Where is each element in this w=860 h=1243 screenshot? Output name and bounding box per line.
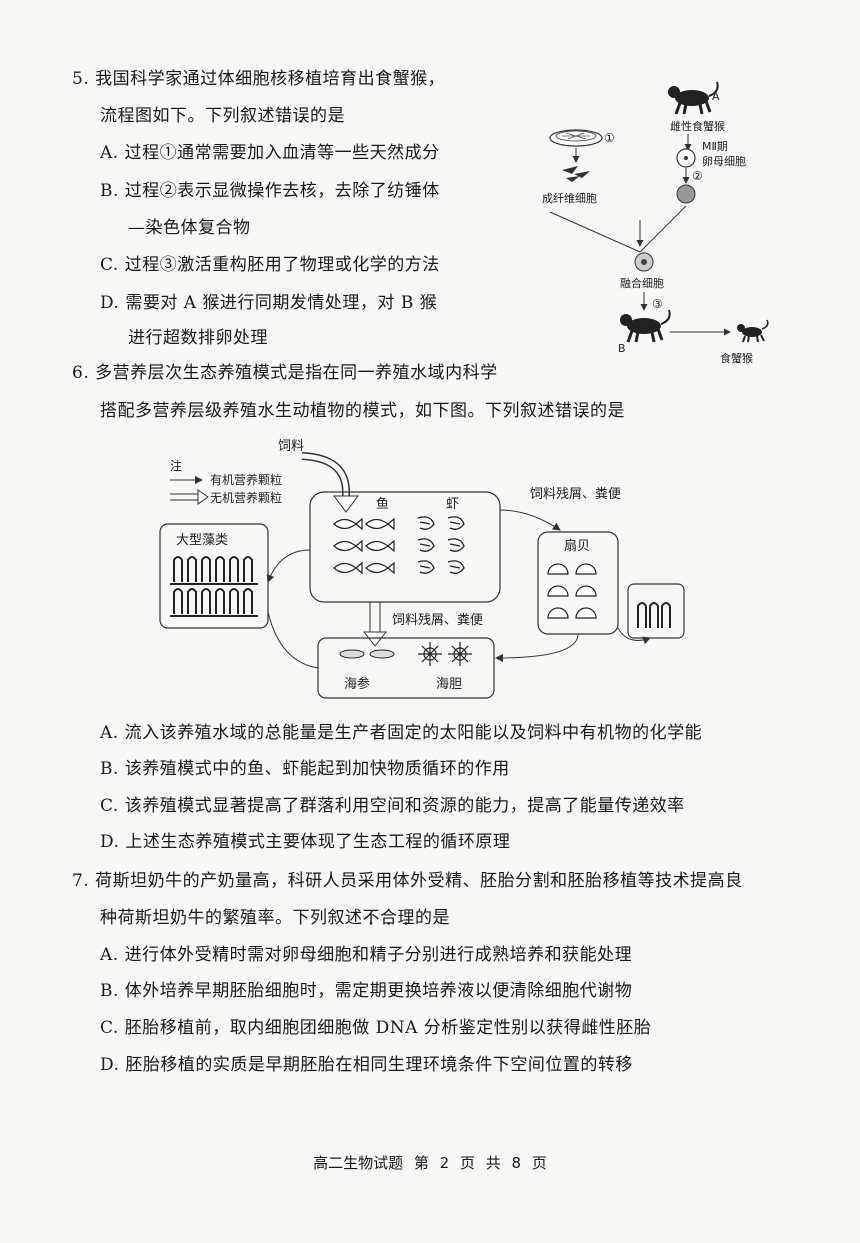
petri-dish-icon [549, 129, 603, 147]
label-mii-1: MⅡ期 [702, 140, 728, 153]
q6-stem-line1: 6. 多营养层次生态养殖模式是指在同一养殖水域内科学 [72, 363, 498, 383]
q7-option-b: B. 体外培养早期胚胎细胞时，需定期更换培养液以便清除细胞代谢物 [100, 981, 633, 1001]
step-3-label: ③ [652, 297, 663, 311]
q5-option-c: C. 过程③激活重构胚用了物理或化学的方法 [100, 255, 440, 275]
label-a: A [712, 90, 720, 103]
q6-option-b: B. 该养殖模式中的鱼、虾能起到加快物质循环的作用 [100, 759, 510, 779]
sea-urchin-icons [418, 642, 472, 666]
q6-aquaculture-diagram: 饲料 注 有机营养颗粒 无机营养颗粒 鱼 虾 大型藻类 饲料残屑、粪便 [159, 439, 685, 699]
legend-note: 注 [170, 458, 182, 473]
label-residue-top: 饲料残屑、粪便 [530, 487, 621, 502]
label-scallop: 扇贝 [564, 538, 590, 554]
label-residue-mid: 饲料残屑、粪便 [392, 613, 483, 628]
label-algae: 大型藻类 [176, 533, 228, 548]
legend-organic: 有机营养颗粒 [210, 472, 282, 487]
step-1-label: ① [604, 131, 615, 145]
step-2-label: ② [692, 169, 703, 183]
q7-option-c: C. 胚胎移植前，取内细胞团细胞做 DNA 分析鉴定性别以获得雌性胚胎 [100, 1018, 652, 1038]
label-fish: 鱼 [376, 496, 389, 512]
q7-stem-line1: 7. 荷斯坦奶牛的产奶量高，科研人员采用体外受精、胚胎分割和胚胎移植等技术提高良 [72, 871, 743, 891]
q7-option-a: A. 进行体外受精时需对卵母细胞和精子分别进行成熟培养和获能处理 [100, 945, 633, 965]
q7-emphasis: 不合理 [363, 908, 416, 928]
q5-option-b-line1: B. 过程②表示显微操作去核，去除了纺锤体 [100, 181, 440, 201]
fish-icons [333, 517, 395, 575]
q5-option-a: A. 过程①通常需要加入血清等一些天然成分 [100, 143, 440, 163]
fish-shrimp-pond [309, 491, 501, 603]
small-algae-box [627, 583, 685, 639]
q5-option-d-line2: 进行超数排卵处理 [128, 328, 268, 348]
label-sea-urchin: 海胆 [436, 677, 462, 692]
q6-stem-line2: 搭配多营养层级养殖水生动植物的模式，如下图。下列叙述错误的是 [100, 396, 625, 421]
q5-stem-line1: 5. 我国科学家通过体细胞核移植培育出食蟹猴， [72, 69, 446, 89]
q5-stem-line2: 流程图如下。下列叙述错误的是 [100, 101, 345, 126]
q6-emphasis: 错误 [555, 401, 590, 421]
monkey-a-icon [668, 81, 719, 115]
shrimp-icons [417, 516, 465, 574]
q5-flowchart: A 雌性食蟹猴 MⅡ期 卵母细胞 ② ① 成纤维细胞 融合细胞 ③ B [542, 81, 769, 365]
monkey-b-icon [620, 309, 671, 343]
label-shrimp: 虾 [446, 497, 459, 512]
q6-option-a: A. 流入该养殖水域的总能量是生产者固定的太阳能以及饲料中有机物的化学能 [100, 723, 703, 743]
q6-option-c: C. 该养殖模式显著提高了群落利用空间和资源的能力，提高了能量传递效率 [100, 796, 685, 816]
page-footer: 高二生物试题 第 2 页 共 8 页 [313, 1154, 547, 1172]
label-fibroblast: 成纤维细胞 [542, 192, 597, 205]
label-fused-cell: 融合细胞 [620, 276, 664, 290]
label-feed: 饲料 [278, 439, 304, 454]
q5-option-d-line1: D. 需要对 A 猴进行同期发情处理，对 B 猴 [100, 293, 438, 313]
label-sea-cucumber: 海参 [344, 676, 370, 692]
baby-monkey-icon [737, 319, 769, 343]
q6-option-d: D. 上述生态养殖模式主要体现了生态工程的循环原理 [100, 832, 511, 852]
enucleated-oocyte-icon [676, 184, 696, 204]
q5-emphasis: 错误 [275, 106, 310, 126]
q5-option-b-line2: —染色体复合物 [128, 218, 251, 238]
sea-cucumber-icons [339, 649, 395, 659]
label-female-monkey: 雌性食蟹猴 [670, 119, 725, 133]
label-b: B [618, 342, 626, 355]
algae-icon [170, 556, 258, 617]
scallop-icons [547, 563, 597, 619]
fibroblast-cells-icon [562, 166, 590, 182]
legend-inorganic: 无机营养颗粒 [210, 490, 282, 505]
label-result-monkey: 食蟹猴 [720, 351, 753, 365]
label-mii-2: 卵母细胞 [702, 155, 746, 168]
q7-option-d: D. 胚胎移植的实质是早期胚胎在相同生理环境条件下空间位置的转移 [100, 1055, 633, 1075]
q7-stem-line2: 种荷斯坦奶牛的繁殖率。下列叙述不合理的是 [100, 903, 450, 928]
